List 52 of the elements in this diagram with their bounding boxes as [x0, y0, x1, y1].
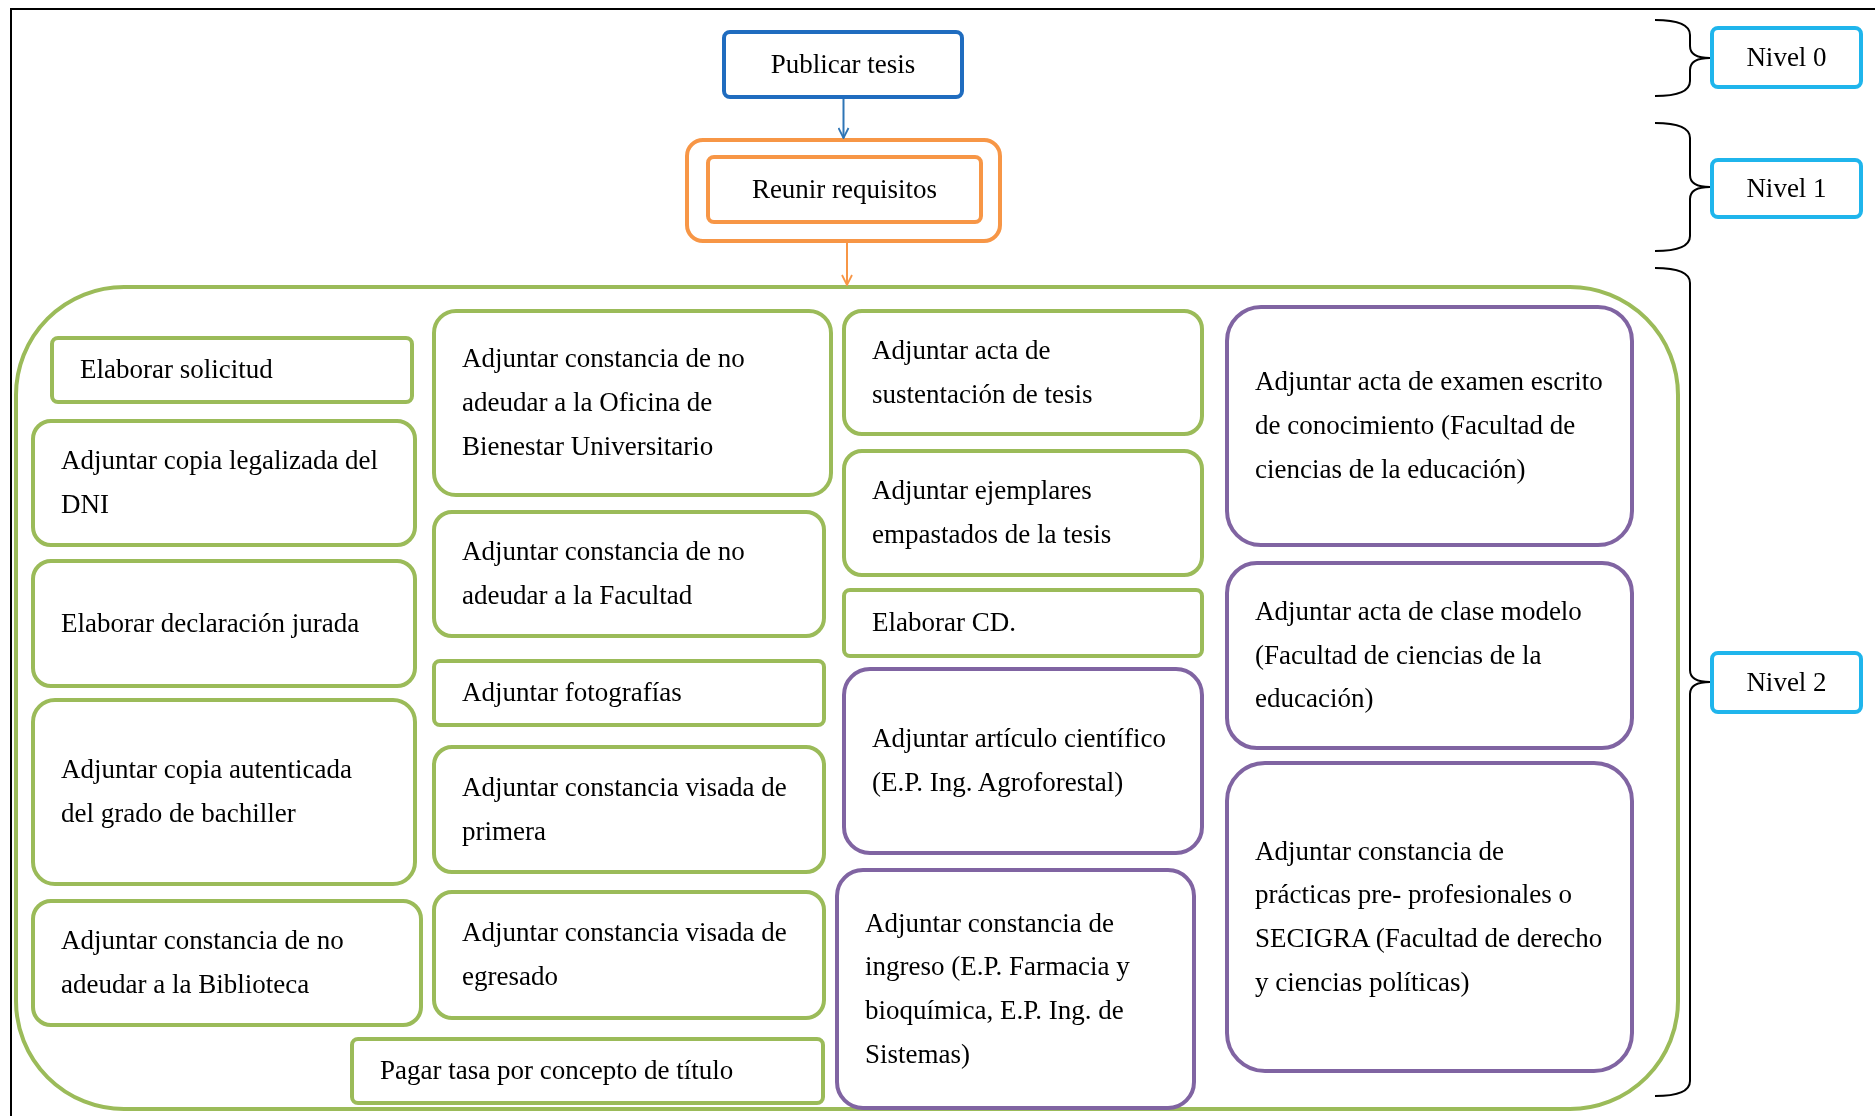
node-label: Adjuntar fotografías — [462, 676, 682, 710]
node-label: Nivel 2 — [1746, 665, 1827, 699]
task-box — [350, 1037, 825, 1105]
arrow — [837, 98, 850, 139]
task-box — [432, 510, 826, 638]
node-label: Adjuntar constancia de no adeudar a la Facultad — [462, 535, 746, 612]
node-label: Adjuntar acta de clase modelo (Facultad de ciencias de la educación) — [1255, 594, 1583, 716]
task-box — [1225, 561, 1634, 750]
task-box — [31, 899, 423, 1027]
node-label: Nivel 0 — [1746, 40, 1827, 74]
task-box — [31, 559, 417, 688]
node-label: Adjuntar constancia visada de primera — [462, 770, 788, 848]
node-label: Adjuntar constancia de prácticas pre- profesionales o SECIGRA (Facultad de derecho y ciencias políticas) — [1255, 834, 1604, 999]
node-label: Adjuntar constancia de no adeudar a la Oficina de Bienestar Universitario — [462, 342, 746, 463]
node-label: Adjuntar acta de sustentación de tesis — [872, 333, 1094, 411]
level-box — [1710, 651, 1863, 714]
node-label: Adjuntar acta de examen escrito de conocimiento (Facultad de ciencias de la educación) — [1255, 365, 1604, 486]
arrow — [841, 242, 853, 286]
node-label: Nivel 1 — [1746, 171, 1827, 205]
node-label: Publicar tesis — [770, 47, 916, 81]
task-box — [432, 890, 826, 1020]
task-box — [31, 419, 417, 547]
task-box — [842, 449, 1204, 577]
task-box — [842, 309, 1204, 436]
node-label: Elaborar declaración jurada — [61, 606, 360, 640]
group-box — [685, 138, 1002, 243]
task-box — [1225, 761, 1634, 1073]
node-label: Elaborar CD. — [872, 606, 1016, 640]
group-box — [14, 285, 1680, 1111]
task-box — [31, 698, 417, 886]
task-box — [842, 588, 1204, 658]
node-label: Pagar tasa por concepto de título — [380, 1054, 734, 1088]
node-label: Elaborar solicitud — [80, 353, 273, 387]
task-box — [432, 659, 826, 727]
task-box — [842, 667, 1204, 855]
node-label: Adjuntar copia autenticada del grado de bachiller — [61, 753, 353, 830]
level-box — [1710, 158, 1863, 219]
node-label: Adjuntar constancia visada de egresado — [462, 916, 788, 993]
task-box — [50, 336, 414, 404]
node-label: Adjuntar ejemplares empastados de la tesis — [872, 474, 1113, 551]
process-box — [722, 30, 964, 99]
task-box — [432, 745, 826, 874]
node-label: Adjuntar constancia de no adeudar a la Biblioteca — [61, 924, 345, 1001]
node-label: Adjuntar constancia de ingreso (E.P. Farmacia y bioquímica, E.P. Ing. de Sistemas) — [865, 906, 1131, 1071]
node-label: Adjuntar artículo científico (E.P. Ing. Agroforestal) — [872, 722, 1167, 799]
node-label: Reunir requisitos — [751, 172, 938, 206]
level-box — [1710, 26, 1863, 89]
node-label: Adjuntar copia legalizada del DNI — [61, 444, 380, 521]
process-box — [706, 155, 983, 224]
task-box — [835, 868, 1196, 1110]
task-box — [432, 309, 833, 497]
task-box — [1225, 305, 1634, 547]
